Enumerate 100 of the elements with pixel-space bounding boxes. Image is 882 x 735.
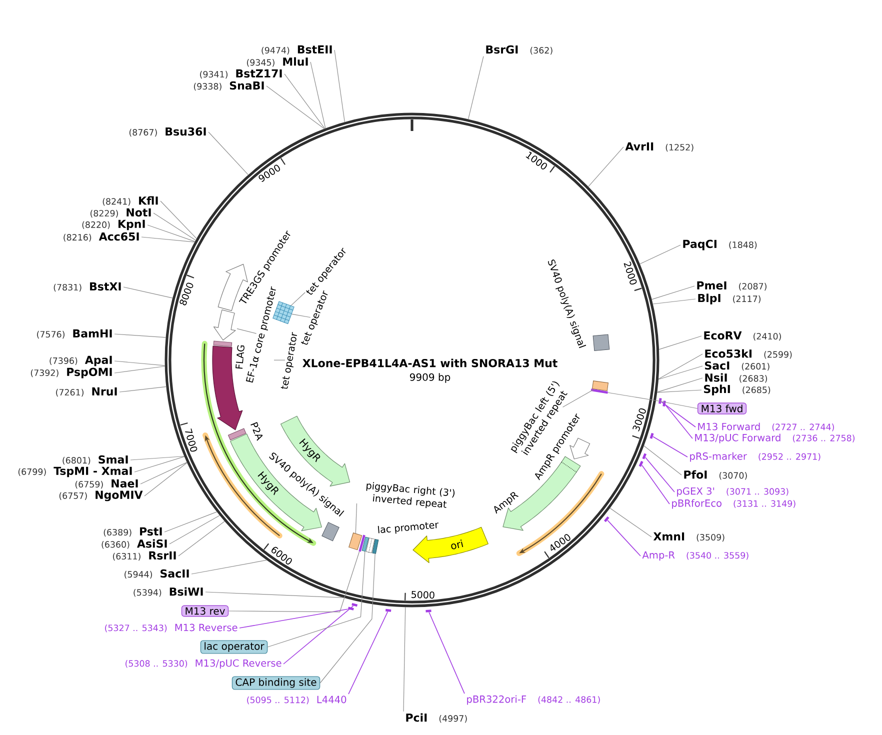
binding-site-box — [372, 539, 379, 554]
leader-line — [652, 298, 696, 304]
leader-line — [608, 392, 698, 409]
leader-line — [651, 286, 695, 300]
feature-bar — [358, 534, 366, 552]
leader-line — [114, 366, 166, 374]
leader-line — [355, 503, 358, 534]
restriction-site-label: NsiI (2683) — [705, 373, 767, 383]
restriction-site-label: SacI (2601) — [705, 361, 770, 371]
leader-line — [239, 608, 348, 628]
restriction-site-label: (6360) AsiSI — [102, 539, 167, 549]
leader-line — [348, 611, 388, 694]
leader-line — [123, 286, 173, 298]
tick-label: 8000 — [180, 282, 194, 306]
primer-label: M13 Forward (2727 .. 2744) — [698, 422, 834, 432]
restriction-site-label: (6801) SmaI — [62, 455, 128, 465]
leader-line — [656, 390, 702, 393]
operator-box — [362, 536, 369, 552]
restriction-site-label: SphI (2685) — [704, 384, 770, 396]
restriction-site-label: (9345) MluI — [246, 57, 308, 67]
primer-label: pBRforEco (3131 .. 3149) — [672, 499, 796, 509]
primer-label: (5095 .. 5112) L4440 — [247, 696, 346, 704]
feature-label: piggyBac right (3') inverted repeat — [366, 482, 455, 508]
leader-line — [665, 404, 693, 439]
primer-site-mark — [642, 453, 647, 460]
primer-label: M13/pUC Forward (2736 .. 2758) — [695, 434, 854, 444]
primer-label: pBR322ori-F (4842 .. 4861) — [467, 695, 600, 705]
leader-line — [607, 520, 641, 556]
restriction-site-label: (5944) SacII — [124, 569, 189, 579]
restriction-site-label: (7831) BstXI — [54, 282, 121, 292]
restriction-site-label: Eco53kI (2599) — [705, 349, 792, 359]
restriction-site-label: (7392) PspOMI — [30, 368, 112, 378]
leader-line — [164, 512, 218, 532]
restriction-site-label: PmeI (2087) — [697, 281, 766, 291]
feature-bar — [590, 388, 608, 394]
primer-label: (5308 .. 5330) M13/pUC Reverse — [126, 659, 282, 669]
feature-label: tet operator — [280, 332, 297, 389]
restriction-site-label: (6759) NaeI — [75, 479, 138, 489]
restriction-site-label: (7396) ApaI — [50, 356, 112, 366]
restriction-site-label: BlpI (2117) — [698, 294, 760, 304]
leader-line — [141, 236, 196, 242]
leader-line — [208, 132, 249, 176]
leader-line — [334, 50, 345, 122]
restriction-site-label: (7261) NruI — [56, 387, 117, 397]
leader-line — [114, 334, 166, 338]
leader-line — [562, 388, 594, 408]
primer-site-mark — [385, 608, 392, 612]
leader-line — [147, 224, 196, 242]
leader-line — [153, 212, 196, 241]
leader-line — [114, 360, 166, 366]
signal-box — [322, 522, 340, 542]
leader-line — [642, 464, 670, 504]
leader-line — [656, 378, 703, 392]
repeat-box — [592, 380, 608, 391]
feature-tag: lac operator — [200, 640, 268, 654]
promoter-feature — [213, 310, 236, 340]
primer-site-mark — [604, 516, 610, 522]
leader-line — [468, 56, 484, 120]
restriction-site-label: EcoRV (2410) — [704, 331, 781, 341]
primer-site-mark — [352, 603, 358, 607]
leader-line — [284, 74, 326, 129]
restriction-site-label: (7576) BamHI — [37, 329, 112, 339]
restriction-site-label: (6799) TspMI - XmaI — [18, 466, 132, 478]
gene-feature — [212, 346, 243, 430]
feature-tag: CAP binding site — [232, 676, 320, 690]
primer-label: pRS-marker (2952 .. 2971) — [690, 452, 820, 462]
primer-site-mark — [638, 460, 644, 467]
feature-label: FLAG — [236, 345, 244, 369]
leader-line — [428, 612, 465, 694]
tick-label: 2000 — [624, 262, 637, 285]
feature-tag: M13 rev — [181, 605, 229, 617]
restriction-site-label: (6311) RsrII — [113, 551, 176, 561]
leader-line — [310, 62, 326, 129]
tick-label: 5000 — [411, 590, 434, 599]
leader-line — [236, 328, 257, 334]
leader-line — [178, 520, 225, 556]
repeat-box — [348, 532, 362, 550]
restriction-site-label: (8767) Bsu36I — [129, 127, 206, 137]
leader-line — [283, 606, 354, 664]
restriction-site-label: AvrII (1252) — [625, 142, 694, 152]
leader-line — [267, 551, 366, 648]
restriction-site-label: (9338) SnaBI — [194, 81, 264, 91]
primer-site-mark — [426, 610, 432, 612]
primer-site-mark — [650, 432, 654, 439]
feature-tag: M13 fwd — [697, 402, 747, 414]
restriction-site-label: BsrGI (362) — [486, 45, 552, 55]
leader-line — [644, 445, 682, 476]
tick-label: 3000 — [632, 408, 646, 432]
leader-line — [144, 462, 188, 496]
leader-line — [266, 86, 325, 130]
leader-line — [134, 456, 185, 472]
tick-label: 7000 — [185, 428, 198, 452]
plasmid-title: XLone-EPB41L4A-AS1 with SNORA13 Mut — [302, 358, 558, 368]
primer-label: Amp-R (3540 .. 3559) — [642, 551, 748, 561]
primer-site-mark — [658, 398, 662, 404]
restriction-site-label: (8241) KflI — [102, 196, 158, 206]
leader-line — [652, 436, 688, 458]
primer-label: (5327 .. 5343) M13 Reverse — [105, 624, 238, 632]
leader-line — [658, 354, 703, 380]
leader-line — [644, 457, 675, 492]
